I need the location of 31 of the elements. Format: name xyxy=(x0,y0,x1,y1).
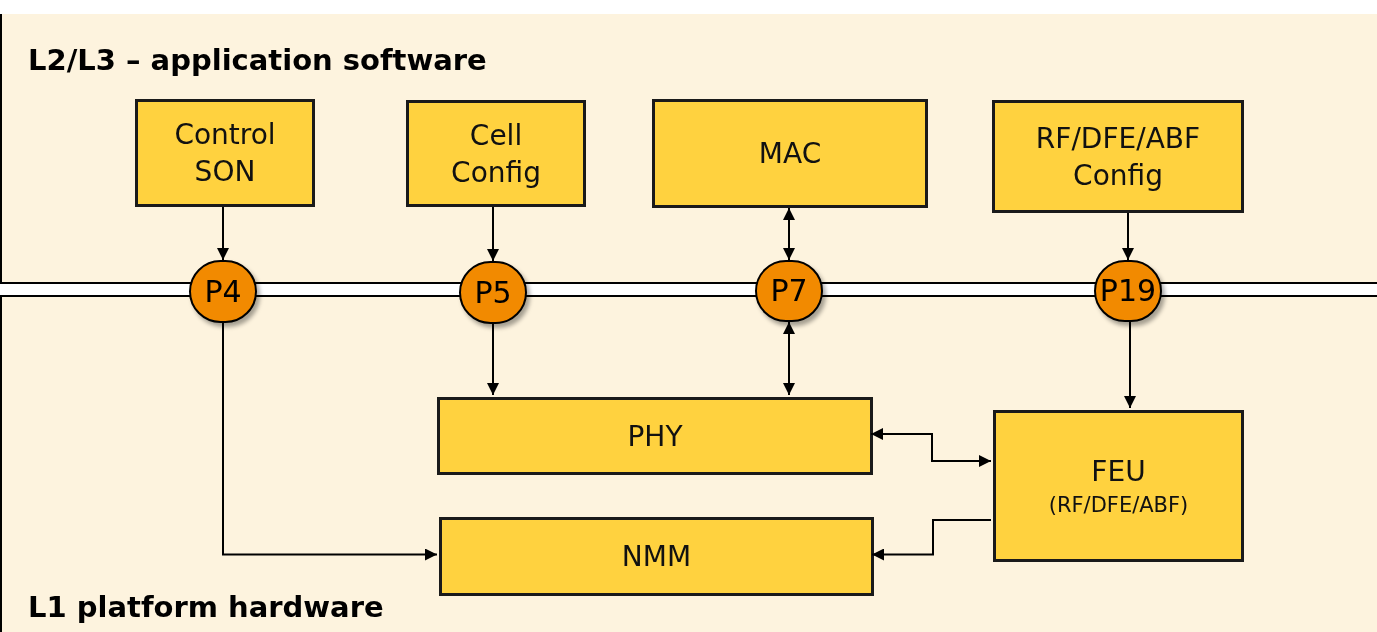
arrow xyxy=(871,519,992,561)
block-box xyxy=(652,99,928,208)
box-label: RF/DFE/ABF Config xyxy=(1034,120,1202,194)
box-label: (RF/DFE/ABF) xyxy=(1048,491,1189,519)
arrow xyxy=(217,206,229,261)
arrow xyxy=(1122,212,1134,261)
box-label: NMM xyxy=(621,539,692,575)
arrow xyxy=(222,322,438,561)
port-label: P7 xyxy=(770,276,808,306)
box-label: Cell Config xyxy=(450,117,542,191)
block-box xyxy=(992,100,1244,213)
box-label: Control SON xyxy=(173,117,277,190)
box-label: MAC xyxy=(758,136,822,172)
box-label: PHY xyxy=(627,418,683,455)
port-label: P4 xyxy=(204,276,242,307)
port-label: P19 xyxy=(1099,276,1157,306)
section-heading: L1 platform hardware xyxy=(28,593,384,622)
block-box xyxy=(993,410,1244,562)
arrow xyxy=(870,428,992,467)
arrow xyxy=(783,321,795,396)
arrow xyxy=(487,206,499,262)
block-box xyxy=(406,100,586,207)
arrow xyxy=(1124,321,1136,409)
arrow xyxy=(783,207,795,261)
block-box xyxy=(437,397,873,475)
box-label: FEU xyxy=(1091,453,1146,490)
block-box xyxy=(439,517,874,596)
port-label: P5 xyxy=(474,277,512,308)
block-box xyxy=(135,99,315,207)
section-heading: L2/L3 – application software xyxy=(28,46,487,75)
arrow xyxy=(487,323,499,396)
